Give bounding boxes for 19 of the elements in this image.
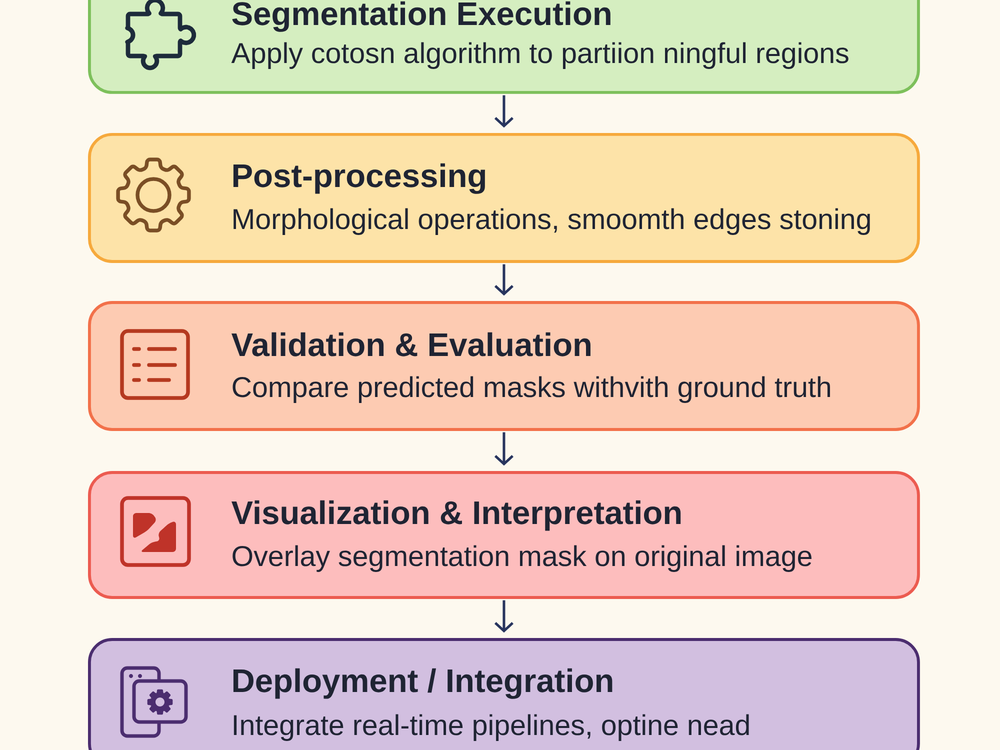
step-box	[88, 638, 920, 750]
step-description: Integrate real-time pipelines, optine nead	[234, 714, 749, 741]
arrow	[494, 600, 514, 633]
step-description: Apply cotosn algorithm to partiion ningful regions	[231, 42, 848, 69]
step-title: Validation & Evaluation	[232, 332, 590, 356]
step-description: Compare predicted masks withvith ground truth	[232, 376, 830, 403]
step-title: Visualization & Interpretation	[232, 500, 681, 531]
step-description: Morphological operations, smoomth edges stoning	[234, 208, 870, 235]
step-description: Overlay segmentation mask on original image	[232, 545, 812, 572]
arrow	[494, 432, 514, 466]
step-box	[88, 0, 920, 94]
arrow	[494, 95, 514, 128]
step-title: Deployment / Integration	[233, 668, 612, 699]
step-box	[88, 301, 920, 431]
arrow	[494, 264, 514, 296]
step-title: Segmentation Execution	[232, 1, 610, 32]
step-box	[88, 471, 920, 599]
step-title: Post-processing	[233, 163, 486, 194]
step-box	[88, 133, 920, 263]
